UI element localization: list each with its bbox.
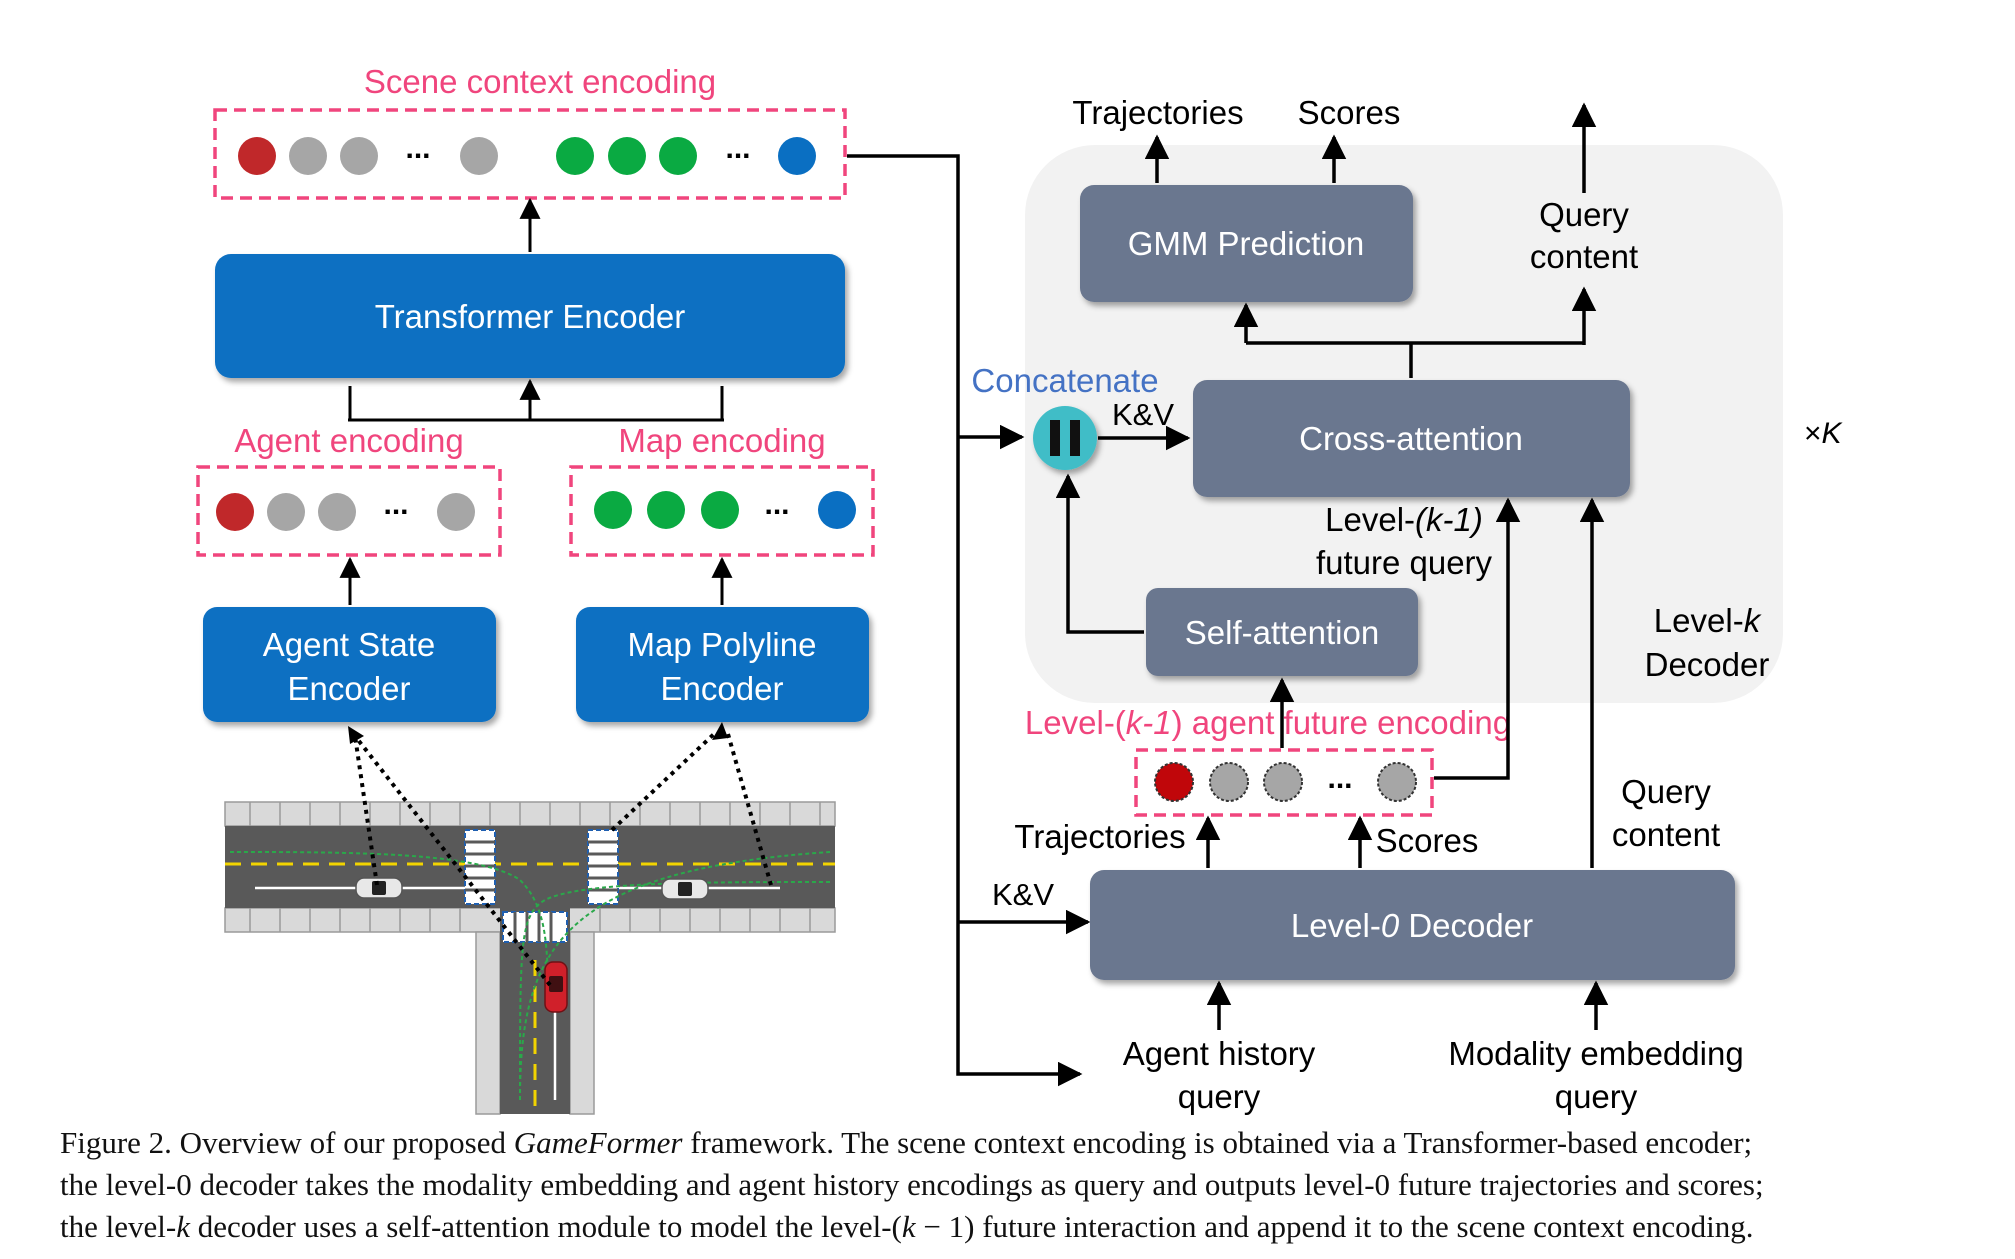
level0-decoder-box bbox=[1090, 870, 1735, 980]
agent-history-query-label: query bbox=[1178, 1078, 1261, 1115]
caption-text: the level- bbox=[60, 1209, 177, 1244]
ellipsis: ... bbox=[1327, 762, 1352, 795]
road-scene-image bbox=[224, 801, 836, 1115]
kv-label: K&V bbox=[992, 877, 1054, 912]
kv-label: K&V bbox=[1112, 397, 1174, 432]
agent-encoding-label: Agent encoding bbox=[234, 422, 463, 459]
concat-bar bbox=[1070, 420, 1080, 456]
agent-state-encoder-box bbox=[203, 607, 496, 722]
concat-bar bbox=[1050, 420, 1060, 456]
map-token bbox=[647, 491, 685, 529]
modality-embedding-query-label: query bbox=[1555, 1078, 1638, 1115]
trajectories-label-bottom: Trajectories bbox=[1014, 818, 1185, 855]
self-attention-label: Self-attention bbox=[1185, 614, 1379, 651]
caption-text: k bbox=[901, 1209, 916, 1244]
ellipsis: ... bbox=[405, 132, 430, 165]
agent-token bbox=[216, 493, 254, 531]
ellipsis: ... bbox=[725, 132, 750, 165]
caption-line: Figure 2. Overview of our proposed GameF… bbox=[60, 1122, 1980, 1164]
caption-text: GameFormer bbox=[513, 1125, 683, 1160]
agent-state-encoder-label: Agent State bbox=[263, 626, 435, 663]
future-token bbox=[1154, 762, 1194, 802]
scores-label-top: Scores bbox=[1298, 94, 1401, 131]
scene-token bbox=[340, 137, 378, 175]
query-content-label-top: content bbox=[1530, 238, 1638, 275]
cross-attention-label: Cross-attention bbox=[1299, 420, 1523, 457]
agent-token bbox=[318, 493, 356, 531]
scene-context-label: Scene context encoding bbox=[364, 63, 716, 100]
agent-token bbox=[267, 493, 305, 531]
level-k-decoder-label: Level-k bbox=[1654, 602, 1762, 639]
agent-token bbox=[437, 493, 475, 531]
gmm-prediction-label: GMM Prediction bbox=[1128, 225, 1365, 262]
scene-token bbox=[778, 137, 816, 175]
scene-token bbox=[460, 137, 498, 175]
map-token bbox=[701, 491, 739, 529]
caption-line: the level-0 decoder takes the modality e… bbox=[60, 1167, 1764, 1202]
scene-token bbox=[608, 137, 646, 175]
trajectories-label-top: Trajectories bbox=[1072, 94, 1243, 131]
caption-text: decoder uses a self-attention module to … bbox=[189, 1209, 902, 1244]
map-encoding-label: Map encoding bbox=[618, 422, 825, 459]
future-encoding-label: Level-(k-1) agent future encoding bbox=[1025, 704, 1511, 741]
scores-label-bottom: Scores bbox=[1376, 822, 1479, 859]
map-polyline-encoder-box bbox=[576, 607, 869, 722]
agent-history-query-label: Agent history bbox=[1123, 1035, 1316, 1072]
map-polyline-encoder-label: Map Polyline bbox=[628, 626, 817, 663]
map-token bbox=[818, 491, 856, 529]
future-token bbox=[1209, 762, 1249, 802]
scene-token bbox=[289, 137, 327, 175]
caption-text: framework. The scene context encoding is… bbox=[682, 1125, 1753, 1160]
agent-state-encoder-label: Encoder bbox=[288, 670, 411, 707]
scene-token bbox=[238, 137, 276, 175]
level-k1-future-query-label: future query bbox=[1316, 544, 1493, 581]
self-attention-box bbox=[1146, 588, 1418, 676]
transformer-encoder-box bbox=[215, 254, 845, 378]
level0-decoder-label: Level-0 Decoder bbox=[1291, 907, 1533, 944]
caption-text: Figure 2. Overview of our proposed bbox=[60, 1125, 514, 1160]
future-token bbox=[1377, 762, 1417, 802]
map-token bbox=[594, 491, 632, 529]
caption-text: k bbox=[176, 1209, 190, 1244]
repeat-k-label: ×K bbox=[1804, 417, 1844, 450]
scene-token bbox=[556, 137, 594, 175]
transformer-encoder-label: Transformer Encoder bbox=[375, 298, 686, 335]
level-k1-future-query-label: Level-(k-1) bbox=[1325, 501, 1483, 538]
scene-token bbox=[659, 137, 697, 175]
gmm-prediction-box bbox=[1080, 185, 1413, 302]
level-k-decoder-label: Decoder bbox=[1645, 646, 1770, 683]
ellipsis: ... bbox=[383, 488, 408, 521]
figure-caption: Figure 2. Overview of our proposed GameF… bbox=[60, 1122, 1980, 1248]
map-polyline-encoder-label: Encoder bbox=[661, 670, 784, 707]
concatenate-label: Concatenate bbox=[971, 362, 1158, 399]
query-content-label-top: Query bbox=[1539, 196, 1629, 233]
concatenate-node bbox=[1033, 406, 1097, 470]
cross-attention-box bbox=[1193, 380, 1630, 497]
future-token bbox=[1263, 762, 1303, 802]
modality-embedding-query-label: Modality embedding bbox=[1448, 1035, 1743, 1072]
ellipsis: ... bbox=[764, 488, 789, 521]
query-content-label-bottom: content bbox=[1612, 816, 1720, 853]
query-content-label-bottom: Query bbox=[1621, 773, 1711, 810]
caption-text: − 1) future interaction and append it to… bbox=[915, 1209, 1754, 1244]
caption-line: the level-k decoder uses a self-attentio… bbox=[60, 1206, 1980, 1248]
